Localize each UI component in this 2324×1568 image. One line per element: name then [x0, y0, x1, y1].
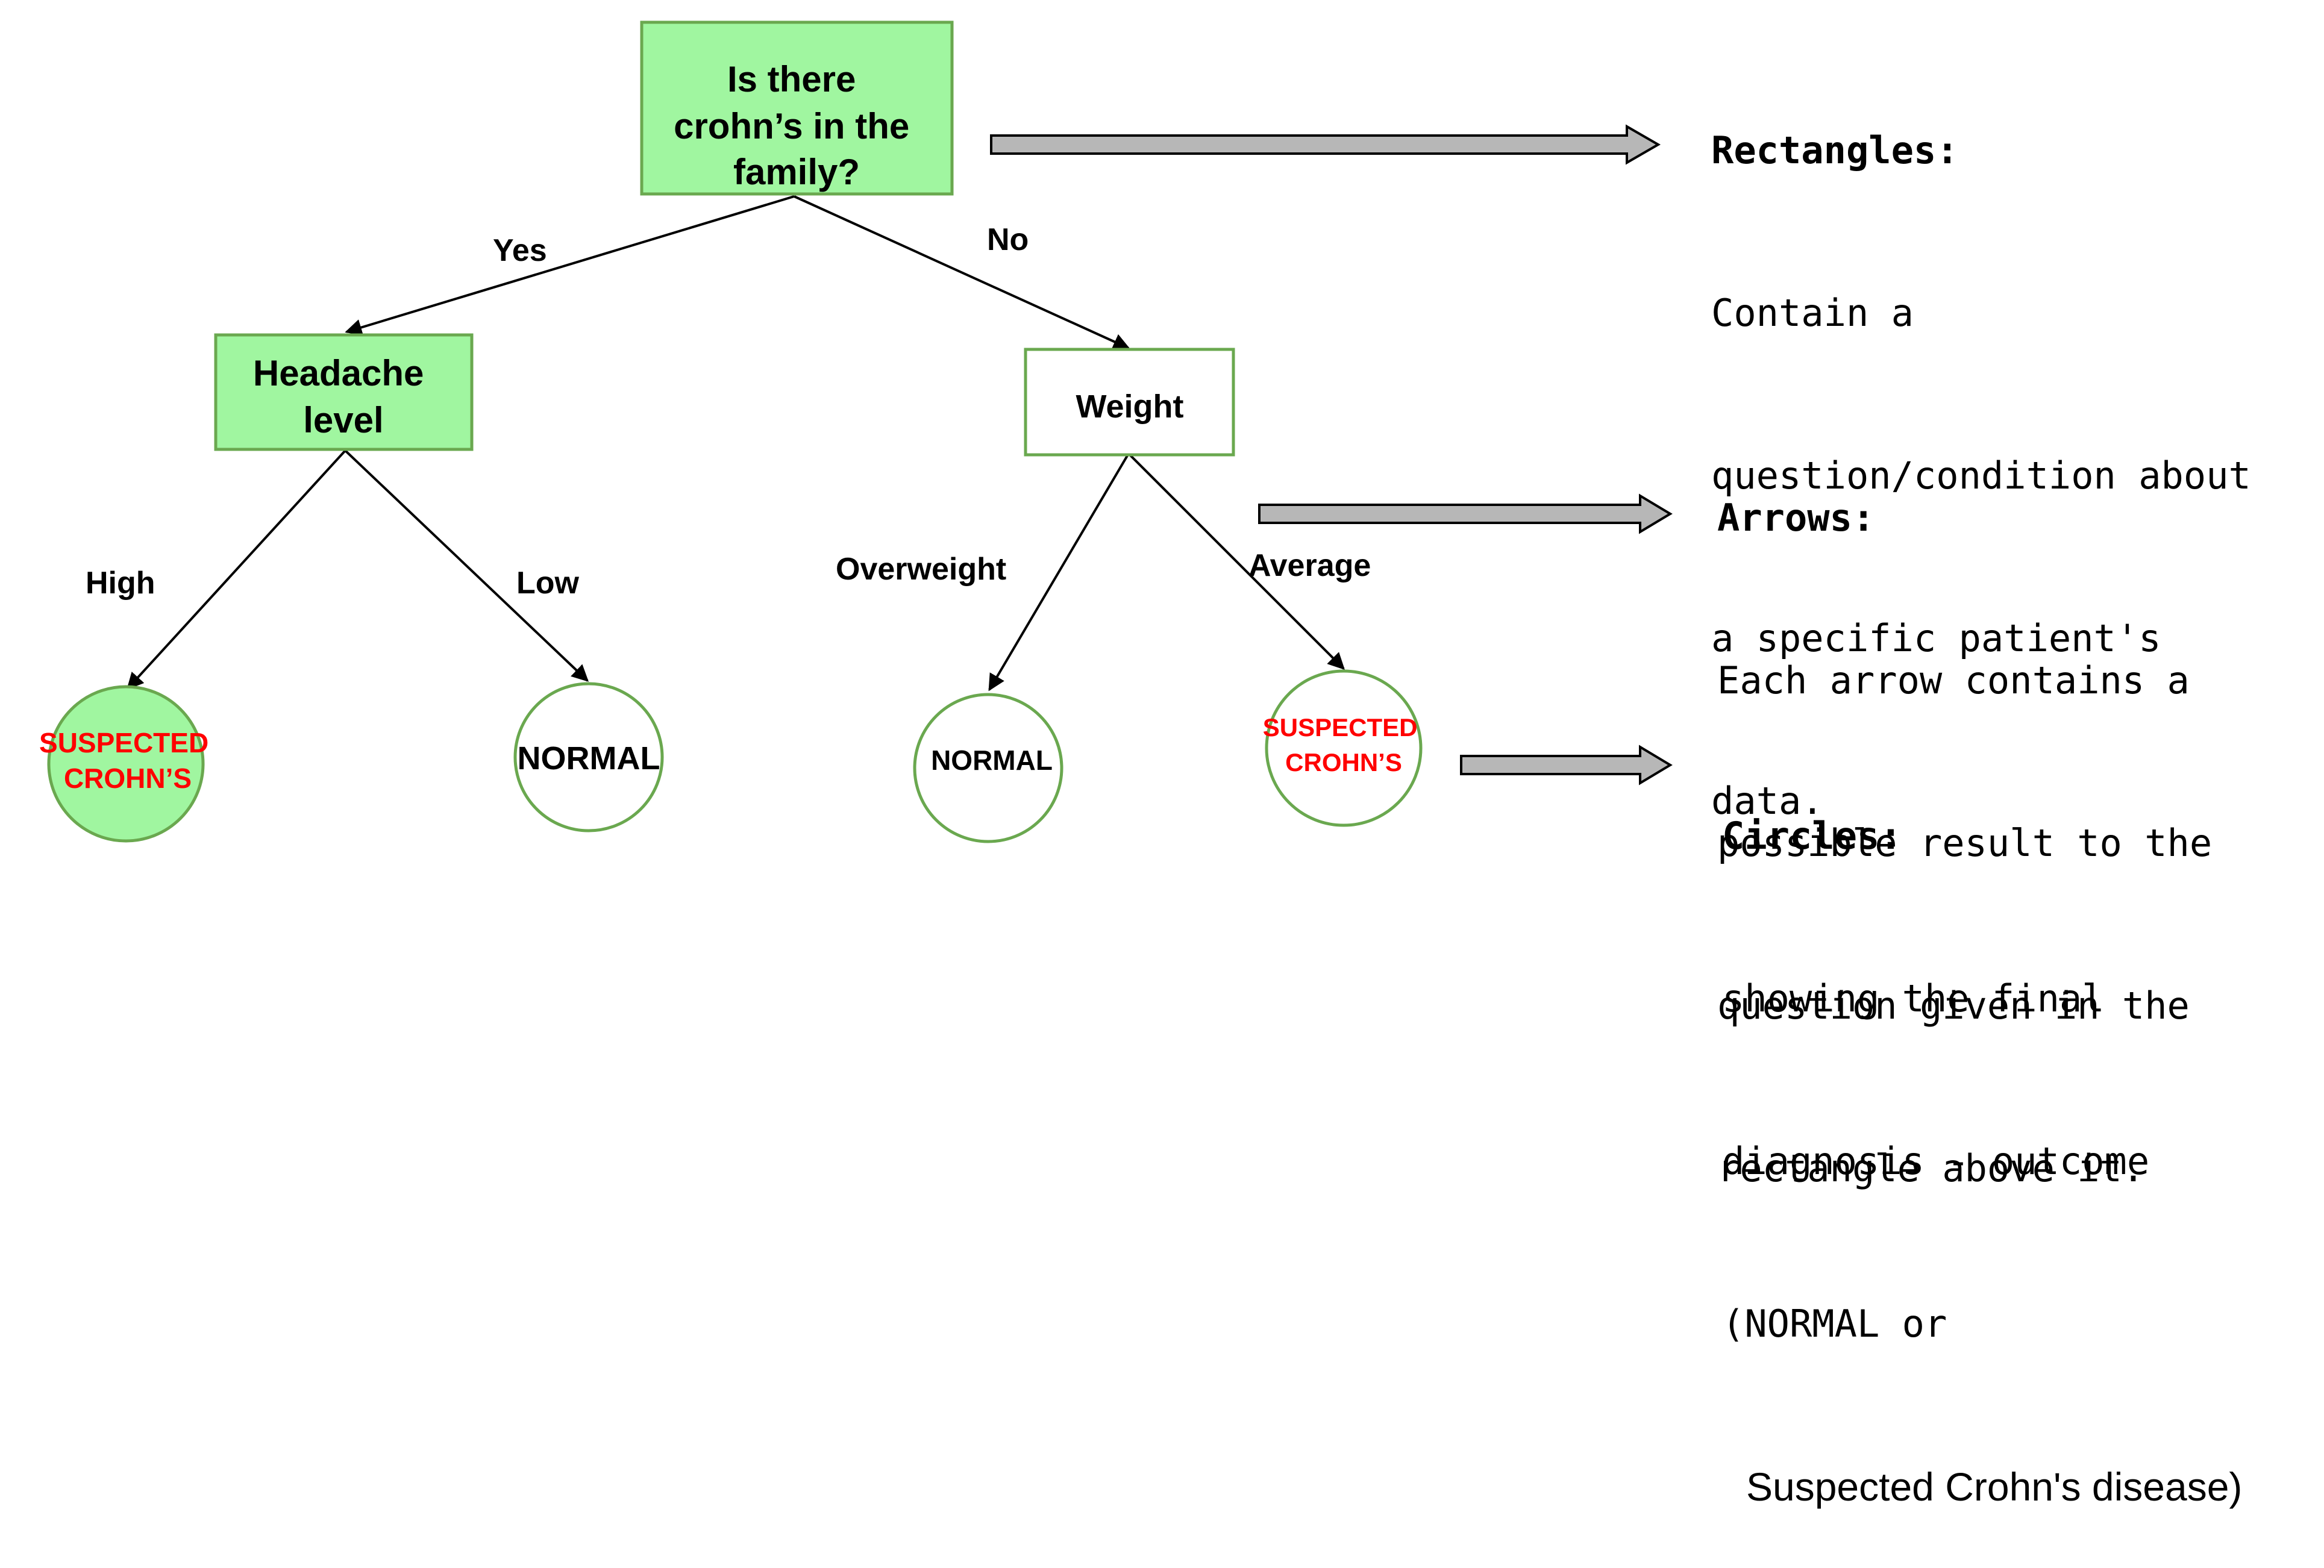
legend-circles-line-2: diagnosis - outcome: [1722, 1139, 2150, 1183]
outcome1-line-1: SUSPECTED: [39, 727, 208, 758]
weight-label: Weight: [1076, 389, 1184, 425]
legend-rectangles: Rectangles: Contain a question/condition…: [1711, 15, 2251, 882]
outcome-normal-1: NORMAL: [513, 682, 664, 832]
headache-line-1: Headache: [253, 353, 424, 393]
outcome-suspected-crohns-1: SUSPECTED CROHN’S: [39, 685, 216, 843]
outcome1-line-2: CROHN’S: [64, 763, 192, 794]
legend-rectangles-line-3: a specific patient's: [1711, 616, 2161, 660]
block-arrow-circles: [1460, 745, 1673, 786]
outcome-normal-2: NORMAL: [913, 693, 1063, 843]
legend-circles-line-4: Suspected Crohn's disease): [1746, 1464, 2243, 1509]
edge-low: [344, 449, 589, 682]
legend-rectangles-title: Rectangles:: [1711, 128, 1959, 172]
svg-text:SUSPECTED CROHN’S: SUSPECTED CROHN’S: [39, 727, 216, 794]
legend-circles-title: Circles:: [1722, 814, 1902, 858]
outcome2-label: NORMAL: [518, 740, 660, 776]
edge-average: [1127, 452, 1345, 670]
edge-no: [794, 195, 1130, 350]
svg-text:Is there crohn’s in the: Is there crohn’s in the family?: [674, 59, 919, 192]
outcome4-line-2: CROHN’S: [1285, 748, 1402, 776]
edge-label-high: High: [86, 566, 155, 601]
legend-circles-line-1: showing the final: [1722, 976, 2105, 1020]
legend-circles: Circles: showing the final diagnosis - o…: [1722, 701, 2242, 1568]
legend-arrows-line-1: Each arrow contains a: [1717, 658, 2190, 702]
root-question-node: Is there crohn’s in the family?: [640, 20, 954, 196]
edge-yes: [345, 195, 795, 336]
edge-label-average: Average: [1248, 548, 1371, 583]
legend-rectangles-line-2: question/condition about: [1711, 454, 2251, 498]
legend-arrows-line-2: possible result to the: [1717, 821, 2213, 865]
legend-rectangles-line-1: Contain a: [1711, 291, 1914, 335]
legend-arrows-title: Arrows:: [1717, 496, 1875, 540]
root-line-2: crohn’s in the: [674, 106, 909, 146]
legend-rectangles-line-4: data.: [1711, 779, 1824, 823]
edge-label-no: No: [987, 222, 1029, 257]
legend-circles-line-3: (NORMAL or: [1722, 1302, 1947, 1346]
svg-text:Headache level: Headache level: [253, 353, 434, 440]
edge-label-yes: Yes: [493, 233, 547, 268]
block-arrow-arrows: [1258, 493, 1673, 534]
edge-label-low: Low: [516, 566, 580, 601]
outcome-suspected-crohns-2: SUSPECTED CROHN’S: [1263, 669, 1424, 827]
edge-label-overweight: Overweight: [836, 552, 1006, 587]
outcome4-line-1: SUSPECTED: [1263, 713, 1418, 742]
root-line-3: family?: [733, 152, 860, 192]
headache-line-2: level: [303, 400, 383, 440]
block-arrow-rectangles: [990, 124, 1661, 165]
outcome3-label: NORMAL: [931, 745, 1053, 776]
edge-overweight: [988, 452, 1130, 692]
edge-high: [127, 449, 346, 690]
svg-text:SUSPECTED CROHN’S: SUSPECTED CROHN’S: [1263, 713, 1424, 776]
root-line-1: Is there: [727, 59, 856, 99]
weight-node: Weight: [1024, 348, 1235, 457]
headache-level-node: Headache level: [214, 333, 474, 451]
